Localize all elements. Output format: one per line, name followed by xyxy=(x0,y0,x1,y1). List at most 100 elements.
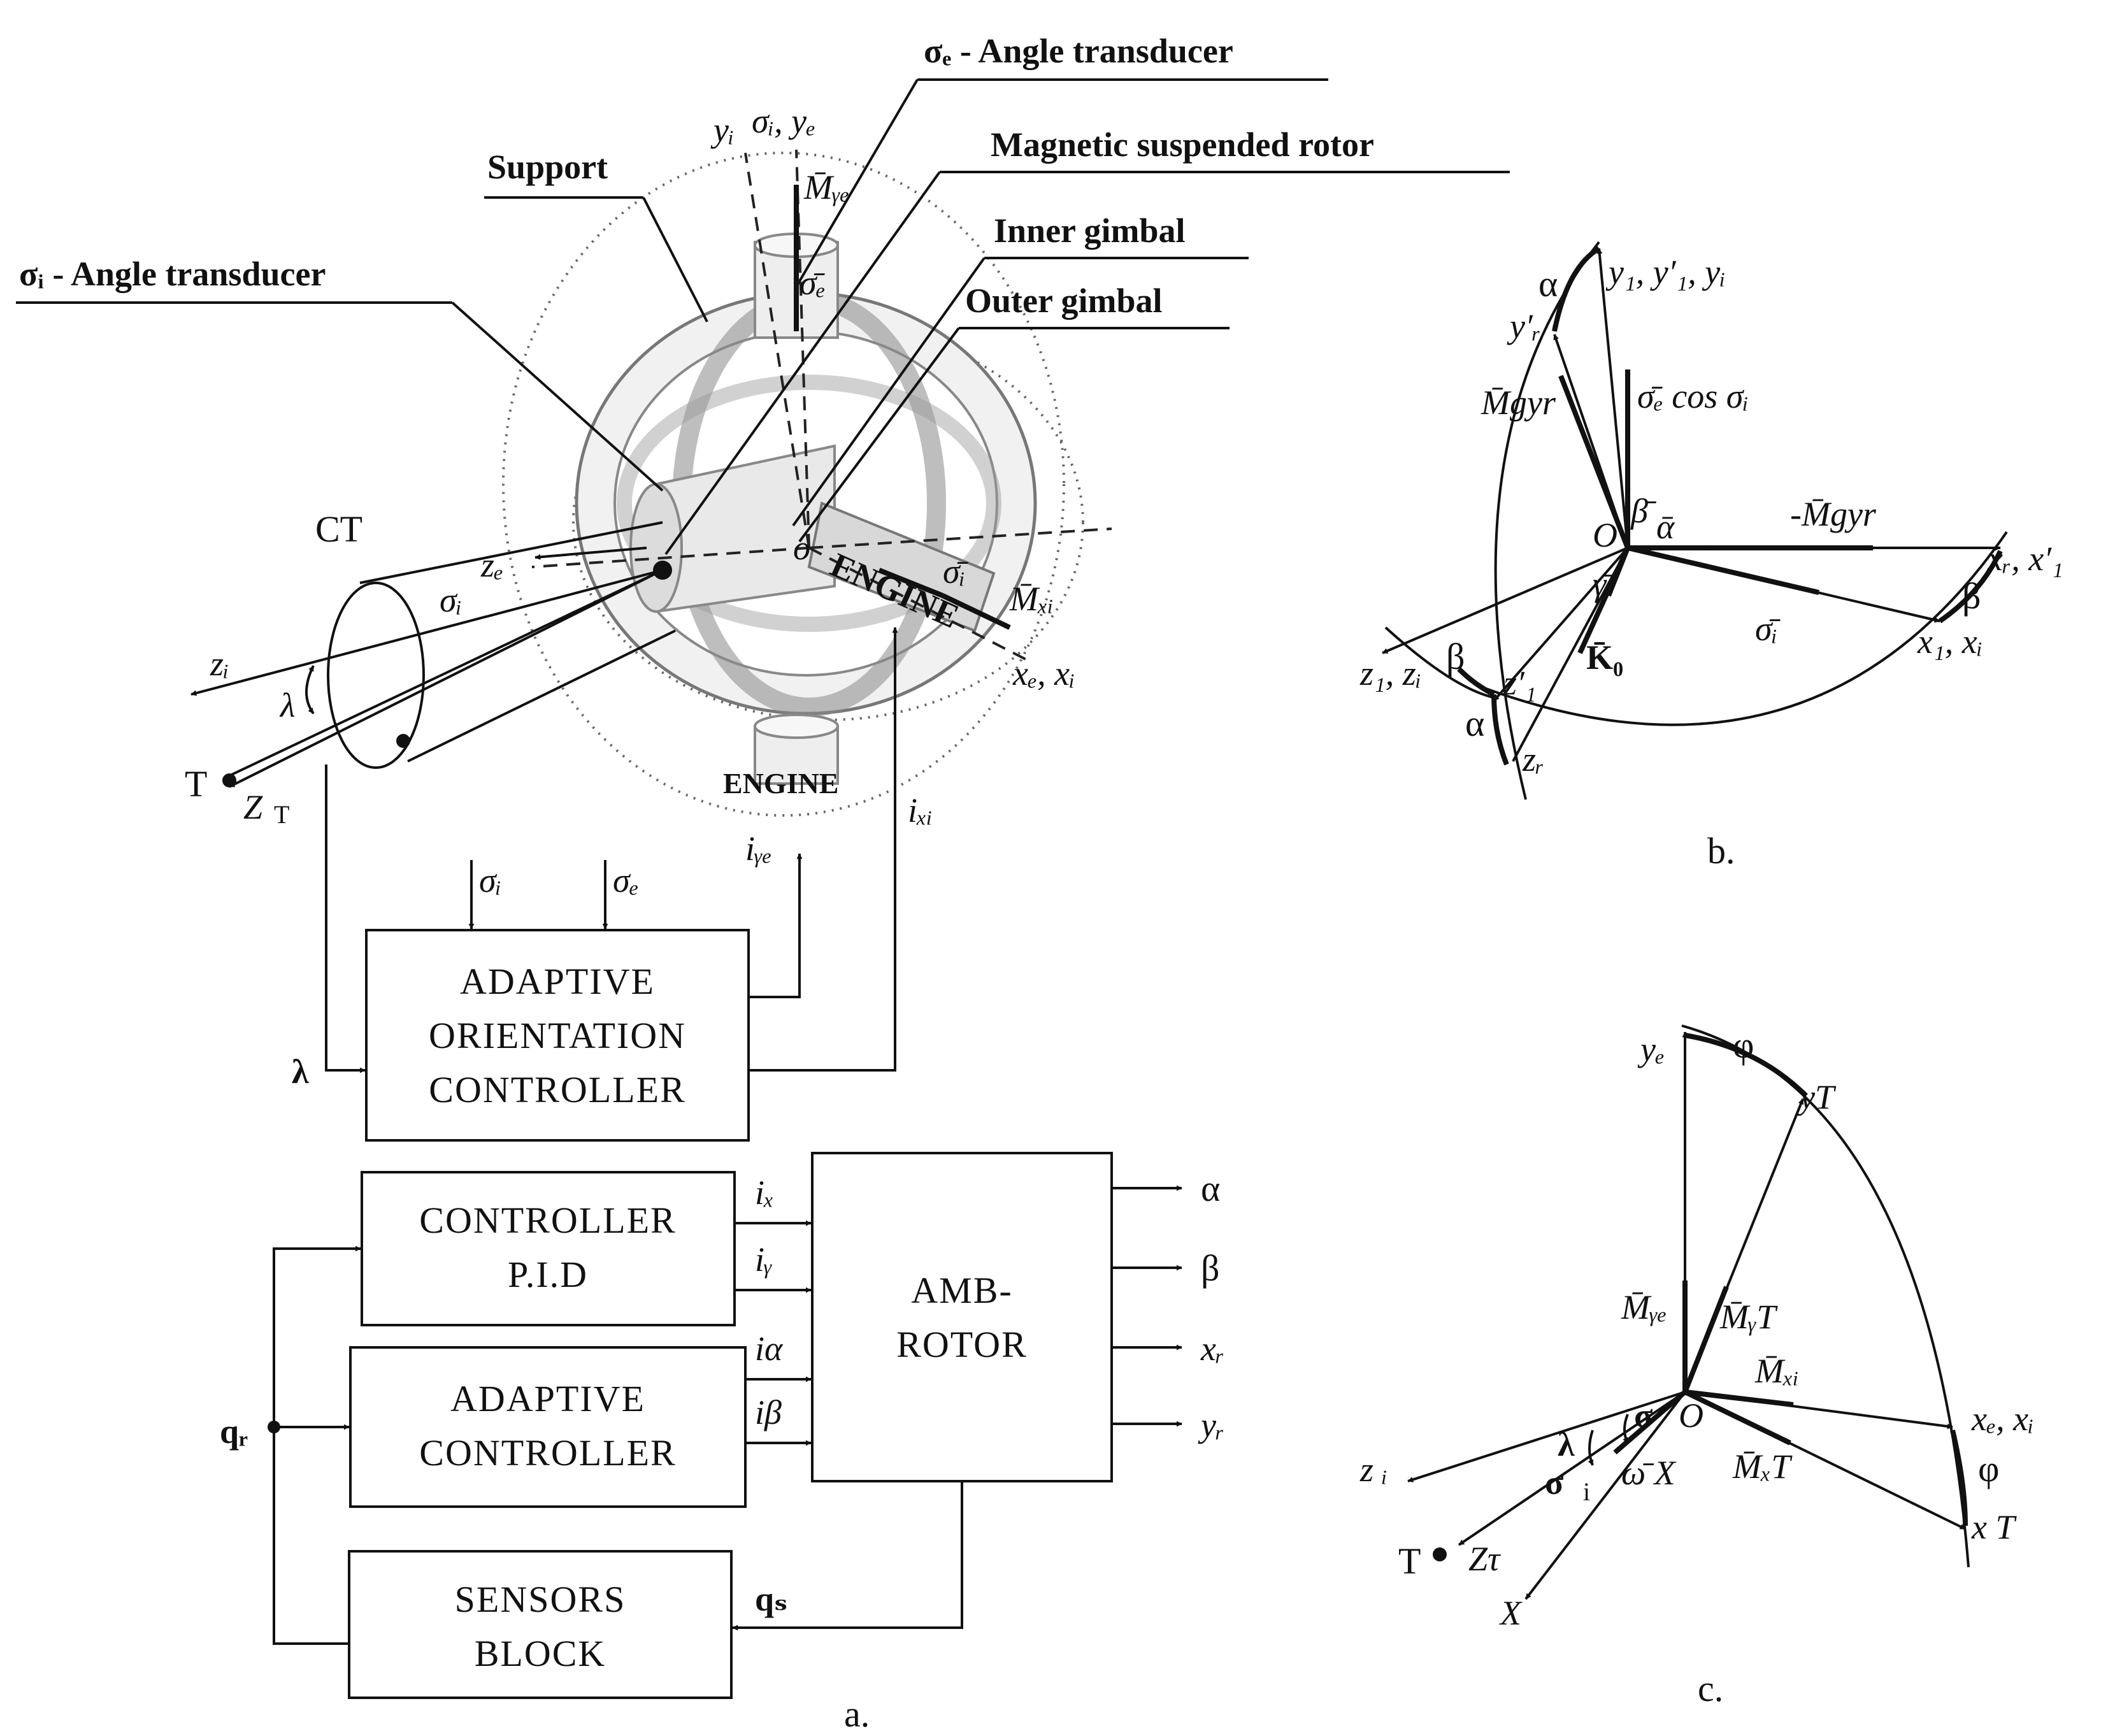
point-T xyxy=(222,773,236,787)
c-label-M-xT: M̄ₓT xyxy=(1732,1447,1793,1486)
c-label-T: T xyxy=(1398,1540,1421,1582)
signal-i-ye: iᵧₑ xyxy=(745,829,772,868)
signal-ialpha: iα xyxy=(755,1330,784,1368)
arrow-qs xyxy=(732,1481,963,1631)
output-alpha: α xyxy=(1201,1168,1220,1209)
axis-z1prime xyxy=(1493,547,1629,702)
c-label-X: X xyxy=(1499,1594,1523,1632)
label-lambda: λ xyxy=(279,686,295,724)
label-T: T xyxy=(185,763,207,805)
callout-inner-gimbal: Inner gimbal xyxy=(994,212,1186,250)
label-o: o xyxy=(793,529,810,567)
block-text: ROTOR xyxy=(896,1324,1028,1365)
rot-beta-left xyxy=(1457,667,1495,697)
c-label-sigma-sub: i xyxy=(1583,1477,1590,1506)
vector-sigma-i xyxy=(878,568,944,598)
panel-a-label: a. xyxy=(844,1693,870,1735)
c-label-omega-X: ω̄ X xyxy=(1621,1454,1677,1492)
label-sigma-ye: σᵢ, yₑ xyxy=(752,102,815,140)
callout-sigma-i-transducer: σᵢ - Angle transducer xyxy=(19,255,326,293)
block-text: AMB- xyxy=(911,1270,1012,1311)
rot-alpha-bottom xyxy=(1491,694,1509,766)
label-yi: yᵢ xyxy=(710,111,735,149)
support-ring xyxy=(617,375,1001,632)
axis-xe xyxy=(808,547,1033,664)
rot-alpha-top xyxy=(1552,246,1601,332)
label-ze: zₑ xyxy=(480,546,503,584)
arrow-i-ye xyxy=(749,853,803,998)
block-adaptive-orientation-controller xyxy=(365,929,750,1142)
arrow-lambda-in xyxy=(325,764,366,1073)
label-zi: zᵢ xyxy=(210,645,229,683)
callout-magnetic-rotor: Magnetic suspended rotor xyxy=(991,126,1374,164)
c-label-O: O xyxy=(1679,1396,1703,1435)
block-text: SENSORS xyxy=(455,1579,626,1620)
label-xe-xi: xₑ, xᵢ xyxy=(1012,654,1075,692)
c-label-M-ye: M̄ᵧₑ xyxy=(1621,1288,1667,1326)
vector-ze xyxy=(534,547,647,560)
signal-ix: iₓ xyxy=(755,1173,774,1212)
label-sigma-e: σ̄ₑ xyxy=(800,264,826,302)
signal-sigma-e: σₑ xyxy=(613,861,639,900)
c-vector-M-yT xyxy=(1682,1286,1729,1393)
c-label-M-xi: M̄ₓᵢ xyxy=(1754,1352,1799,1390)
gyro-device xyxy=(502,152,1084,817)
signal-sigma-i: σᵢ xyxy=(479,861,501,900)
ct-cone xyxy=(305,521,676,769)
c-label-ye: yₑ xyxy=(1637,1030,1665,1068)
signal-ibeta: iβ xyxy=(755,1393,782,1431)
c-label-phi-top: φ xyxy=(1733,1024,1754,1066)
block-text: CONTROLLER xyxy=(429,1069,685,1110)
b-label-zr: zᵣ xyxy=(1522,740,1544,778)
b-label-alpha-top: α xyxy=(1538,263,1558,305)
b-label-beta-right: β xyxy=(1962,575,1981,617)
c-label-sigma-bold: σ xyxy=(1545,1463,1564,1502)
label-engine-bottom: ENGINE xyxy=(723,767,838,800)
signal-qs: qₛ xyxy=(755,1580,787,1618)
c-label-xT: x T xyxy=(1971,1508,2017,1546)
panel-c-diagram xyxy=(1407,1024,1970,1600)
axis-y1 xyxy=(1596,248,1629,549)
dotted-orbit-outer xyxy=(502,152,1065,817)
callout-lines xyxy=(16,78,1510,556)
b-label-beta-bar: β̄ xyxy=(1630,492,1657,530)
c-label-sigma: σ xyxy=(1634,1396,1653,1435)
c-label-xe-xi: xₑ, xᵢ xyxy=(1971,1400,2034,1438)
b-label-sigma-i: σ̄ᵢ xyxy=(1755,610,1781,648)
c-rot-phi-top xyxy=(1684,1033,1808,1098)
signal-qr: qᵣ xyxy=(220,1412,248,1451)
c-label-zi: z ᵢ xyxy=(1359,1451,1388,1489)
c-rot-phi-right xyxy=(1950,1430,1968,1526)
b-label-K0: K̄₀ xyxy=(1586,638,1623,677)
vector-M-gyr xyxy=(1558,375,1630,549)
callout-support: Support xyxy=(487,148,608,186)
block-amb-rotor xyxy=(811,1152,1113,1482)
c-rot-sigma xyxy=(1623,1414,1629,1444)
axis-zt xyxy=(229,569,663,788)
c-vector-M-xT xyxy=(1684,1389,1791,1445)
output-yr: yᵣ xyxy=(1198,1406,1224,1444)
panel-b-diagram xyxy=(1382,241,2008,800)
c-axis-zi xyxy=(1407,1391,1686,1482)
c-label-lambda: λ xyxy=(1558,1425,1575,1463)
b-label-O: O xyxy=(1593,516,1617,554)
b-label-xr: xᵣ, x′₁ xyxy=(1987,540,2063,578)
callout-outer-gimbal: Outer gimbal xyxy=(965,282,1163,320)
axis-zi xyxy=(190,569,663,696)
block-text: ADAPTIVE xyxy=(460,961,655,1002)
c-label-M-yT: M̄ᵧT xyxy=(1719,1298,1778,1336)
panel-c-label: c. xyxy=(1698,1668,1723,1709)
b-label-y-top: y₁, y′₁, yᵢ xyxy=(1605,253,1726,291)
axis-z1 xyxy=(1382,547,1628,654)
ct-ray xyxy=(226,569,663,778)
block-controller-pid xyxy=(361,1171,736,1326)
label-ZT-sub: T xyxy=(274,800,289,829)
b-label-sigma-e-cos: σ̄ₑ cos σᵢ xyxy=(1637,377,1749,415)
arc-right-bottom xyxy=(1484,531,2008,726)
axis-horizontal xyxy=(808,527,1112,549)
c-axis-zT xyxy=(1458,1391,1686,1546)
c-axis-X xyxy=(1524,1391,1686,1600)
b-label-z1prime: z′₁ xyxy=(1503,664,1537,702)
block-text: ADAPTIVE xyxy=(450,1378,645,1419)
